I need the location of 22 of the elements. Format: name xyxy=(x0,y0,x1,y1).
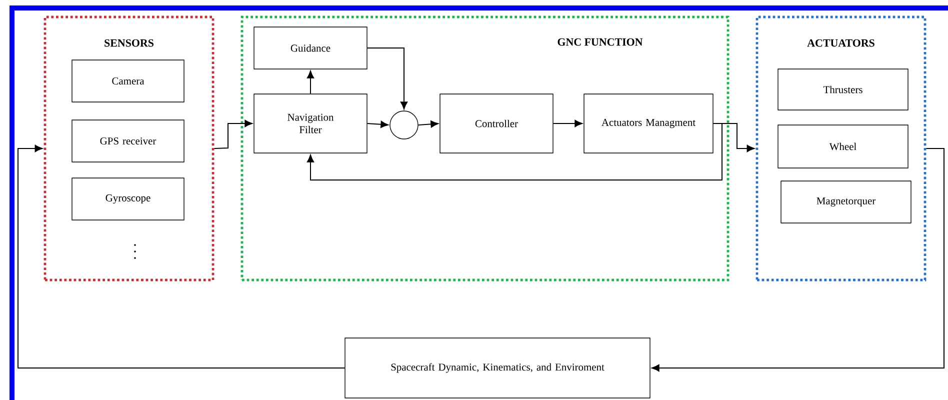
arrow xyxy=(306,123,722,180)
process-box: Actuators Managment xyxy=(584,94,714,154)
arrow xyxy=(18,144,346,368)
arrow xyxy=(366,120,388,128)
arrow xyxy=(366,48,408,110)
process-box: Guidance xyxy=(254,26,368,70)
process-box: Thrusters xyxy=(778,68,908,110)
process-box: Gyroscope xyxy=(72,178,184,220)
arrow xyxy=(712,123,755,152)
process-box: Camera xyxy=(72,60,184,102)
process-box: Controller xyxy=(440,94,554,154)
arrow xyxy=(552,120,582,128)
process-box: Wheel xyxy=(778,124,908,168)
summing-junction xyxy=(390,110,418,140)
process-box: Magnetorquer xyxy=(780,180,912,224)
arrow xyxy=(214,120,252,149)
process-box: GPS receiver xyxy=(72,120,184,162)
arrow xyxy=(418,120,438,128)
process-box: Spacecraft Dynamic, Kinematics, and Enviroment xyxy=(344,338,650,398)
arrow xyxy=(652,148,944,372)
process-box: Navigation Filter xyxy=(254,94,368,154)
arrow xyxy=(306,70,314,94)
